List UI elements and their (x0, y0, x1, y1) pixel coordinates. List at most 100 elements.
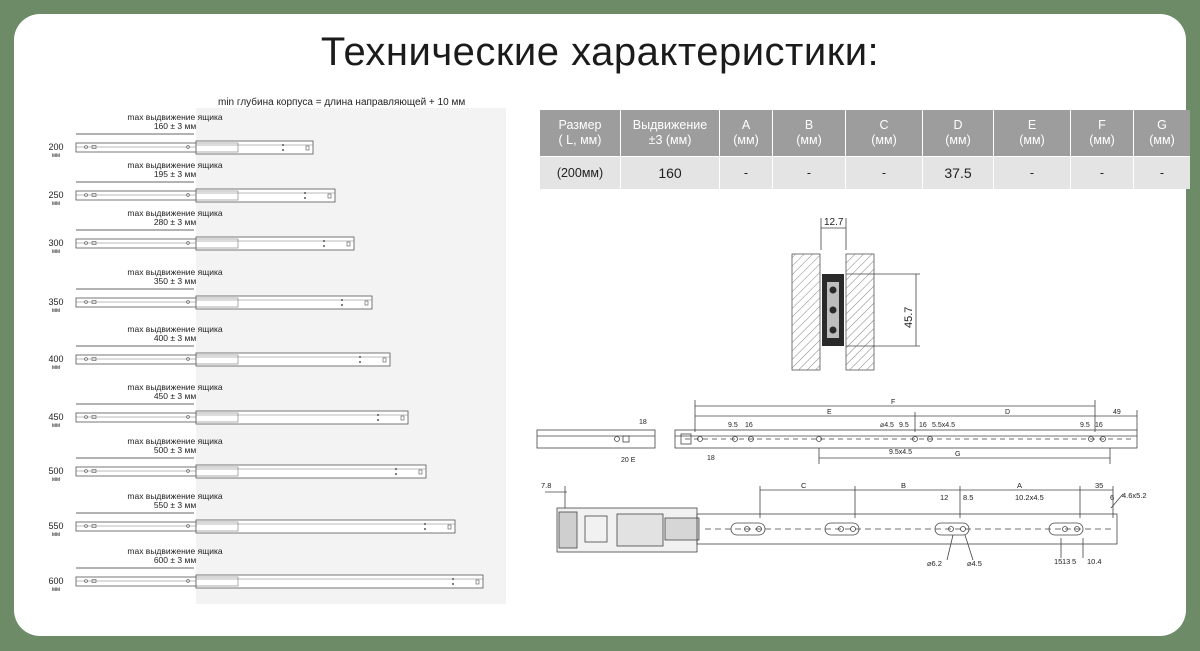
spec-header-line: Выдвижение (632, 118, 708, 132)
rail-size: 500 (48, 466, 63, 476)
rail-extension-value: 550 ± 3 мм (154, 500, 197, 510)
dim-8-5: 8.5 (963, 493, 973, 502)
rail-extended-section (75, 297, 197, 308)
dim-dia-6-2: ⌀6.2 (927, 559, 942, 568)
rail-size-unit: мм (52, 201, 60, 207)
rail-extended-section (75, 576, 197, 587)
spec-header-line: Размер (558, 118, 602, 132)
rail-size-unit: мм (52, 423, 60, 429)
spec-header-line: (мм) (1089, 133, 1115, 147)
rail-label: max выдвижение ящика (127, 546, 222, 556)
spec-header-line: E (1027, 118, 1037, 132)
spec-cell-1: 160 (620, 156, 720, 189)
rail-size: 550 (48, 521, 63, 531)
spec-cell-5: 37.5 (922, 156, 994, 189)
dim-A-label: A (1017, 481, 1022, 490)
rail-label: max выдвижение ящика (127, 160, 222, 170)
wall-right (845, 253, 875, 371)
dim-D-label: D (1005, 409, 1010, 416)
rail-extension-value: 280 ± 3 мм (154, 217, 197, 227)
dim-16c: 16 (1095, 422, 1103, 429)
rail-label: max выдвижение ящика (127, 267, 222, 277)
rail-size-unit: мм (52, 587, 60, 593)
rail-extension-value: 500 ± 3 мм (154, 445, 197, 455)
spec-header-7: F(мм) (1070, 110, 1134, 157)
rail-label: max выдвижение ящика (127, 382, 222, 392)
spec-header-line: ( L, мм) (558, 133, 602, 147)
dim-G-label: G (955, 451, 960, 458)
rail-size: 450 (48, 412, 63, 422)
rail-size-unit: мм (52, 308, 60, 314)
spec-cell-6: - (993, 156, 1071, 189)
dim-F-label: F (891, 399, 895, 406)
spec-header-line: ±3 (мм) (648, 133, 692, 147)
page-title: Технические характеристики: (320, 30, 880, 74)
dim-6: 6 (1110, 493, 1114, 502)
dim-7-8: 7.8 (541, 481, 551, 490)
specs-data-row: (200мм)160---37.5--- (540, 156, 1190, 189)
rail-extended-section (75, 238, 197, 249)
rail-size: 350 (48, 297, 63, 307)
rail-profile-diagram: 12.7 45.7 (791, 217, 920, 371)
rail-extended-section (75, 190, 197, 201)
dim-10-4: 10.4 (1087, 557, 1102, 566)
rail-size-unit: мм (52, 249, 60, 255)
rail-size: 250 (48, 190, 63, 200)
dim-35: 35 (1095, 481, 1103, 490)
rail-label: max выдвижение ящика (127, 112, 222, 122)
spec-header-3: B(мм) (772, 110, 846, 157)
rail-extended-section (75, 466, 197, 477)
spec-cell-7: - (1070, 156, 1134, 189)
dim-16b: 16 (919, 422, 927, 429)
spec-header-1: Выдвижение±3 (мм) (620, 110, 720, 157)
spec-header-6: E(мм) (993, 110, 1071, 157)
dim-18a: 18 (639, 419, 647, 426)
spec-header-4: C(мм) (845, 110, 923, 157)
rail-label: max выдвижение ящика (127, 324, 222, 334)
rail-extension-value: 350 ± 3 мм (154, 276, 197, 286)
spec-header-line: F (1098, 118, 1106, 132)
spec-header-line: (мм) (871, 133, 897, 147)
dim-9-5x4-5: 9.5x4.5 (889, 449, 912, 456)
dim-18b: 18 (707, 455, 715, 462)
dim-4-6x5-2: 4.6x5.2 (1122, 491, 1147, 500)
dim-5: 5 (1072, 557, 1076, 566)
wall-left (791, 253, 821, 371)
spec-cell-0: (200мм) (540, 156, 621, 189)
dim-20E: 20 E (621, 457, 636, 464)
dim-E-label: E (827, 409, 832, 416)
rail-size: 300 (48, 238, 63, 248)
spec-header-line: G (1157, 118, 1167, 132)
dim-9-5b: 9.5 (899, 422, 909, 429)
rail-extended-section (75, 354, 197, 365)
spec-header-line: (мм) (1019, 133, 1045, 147)
rail-size-unit: мм (52, 365, 60, 371)
dim-dia-4-5b: ⌀4.5 (967, 559, 982, 568)
rail-extension-value: 400 ± 3 мм (154, 333, 197, 343)
dim-15: 15 (1054, 557, 1062, 566)
rail-size: 200 (48, 142, 63, 152)
spec-cell-2: - (719, 156, 773, 189)
dim-9-5a: 9.5 (728, 422, 738, 429)
spec-header-line: A (741, 118, 751, 132)
rail-extended-section (75, 142, 197, 153)
rail-extension-value: 160 ± 3 мм (154, 121, 197, 131)
dim-5-5x4-5: 5.5x4.5 (932, 422, 955, 429)
rail-label: max выдвижение ящика (127, 208, 222, 218)
rail-size-unit: мм (52, 532, 60, 538)
spec-header-line: C (879, 118, 889, 132)
rail-body (195, 574, 484, 589)
dim-12: 12 (940, 493, 948, 502)
spec-cell-8: - (1133, 156, 1190, 189)
dim-9-5c: 9.5 (1080, 422, 1090, 429)
min-depth-note: min глубина корпуса = длина направляющей… (218, 97, 466, 108)
spec-header-8: G(мм) (1133, 110, 1190, 157)
